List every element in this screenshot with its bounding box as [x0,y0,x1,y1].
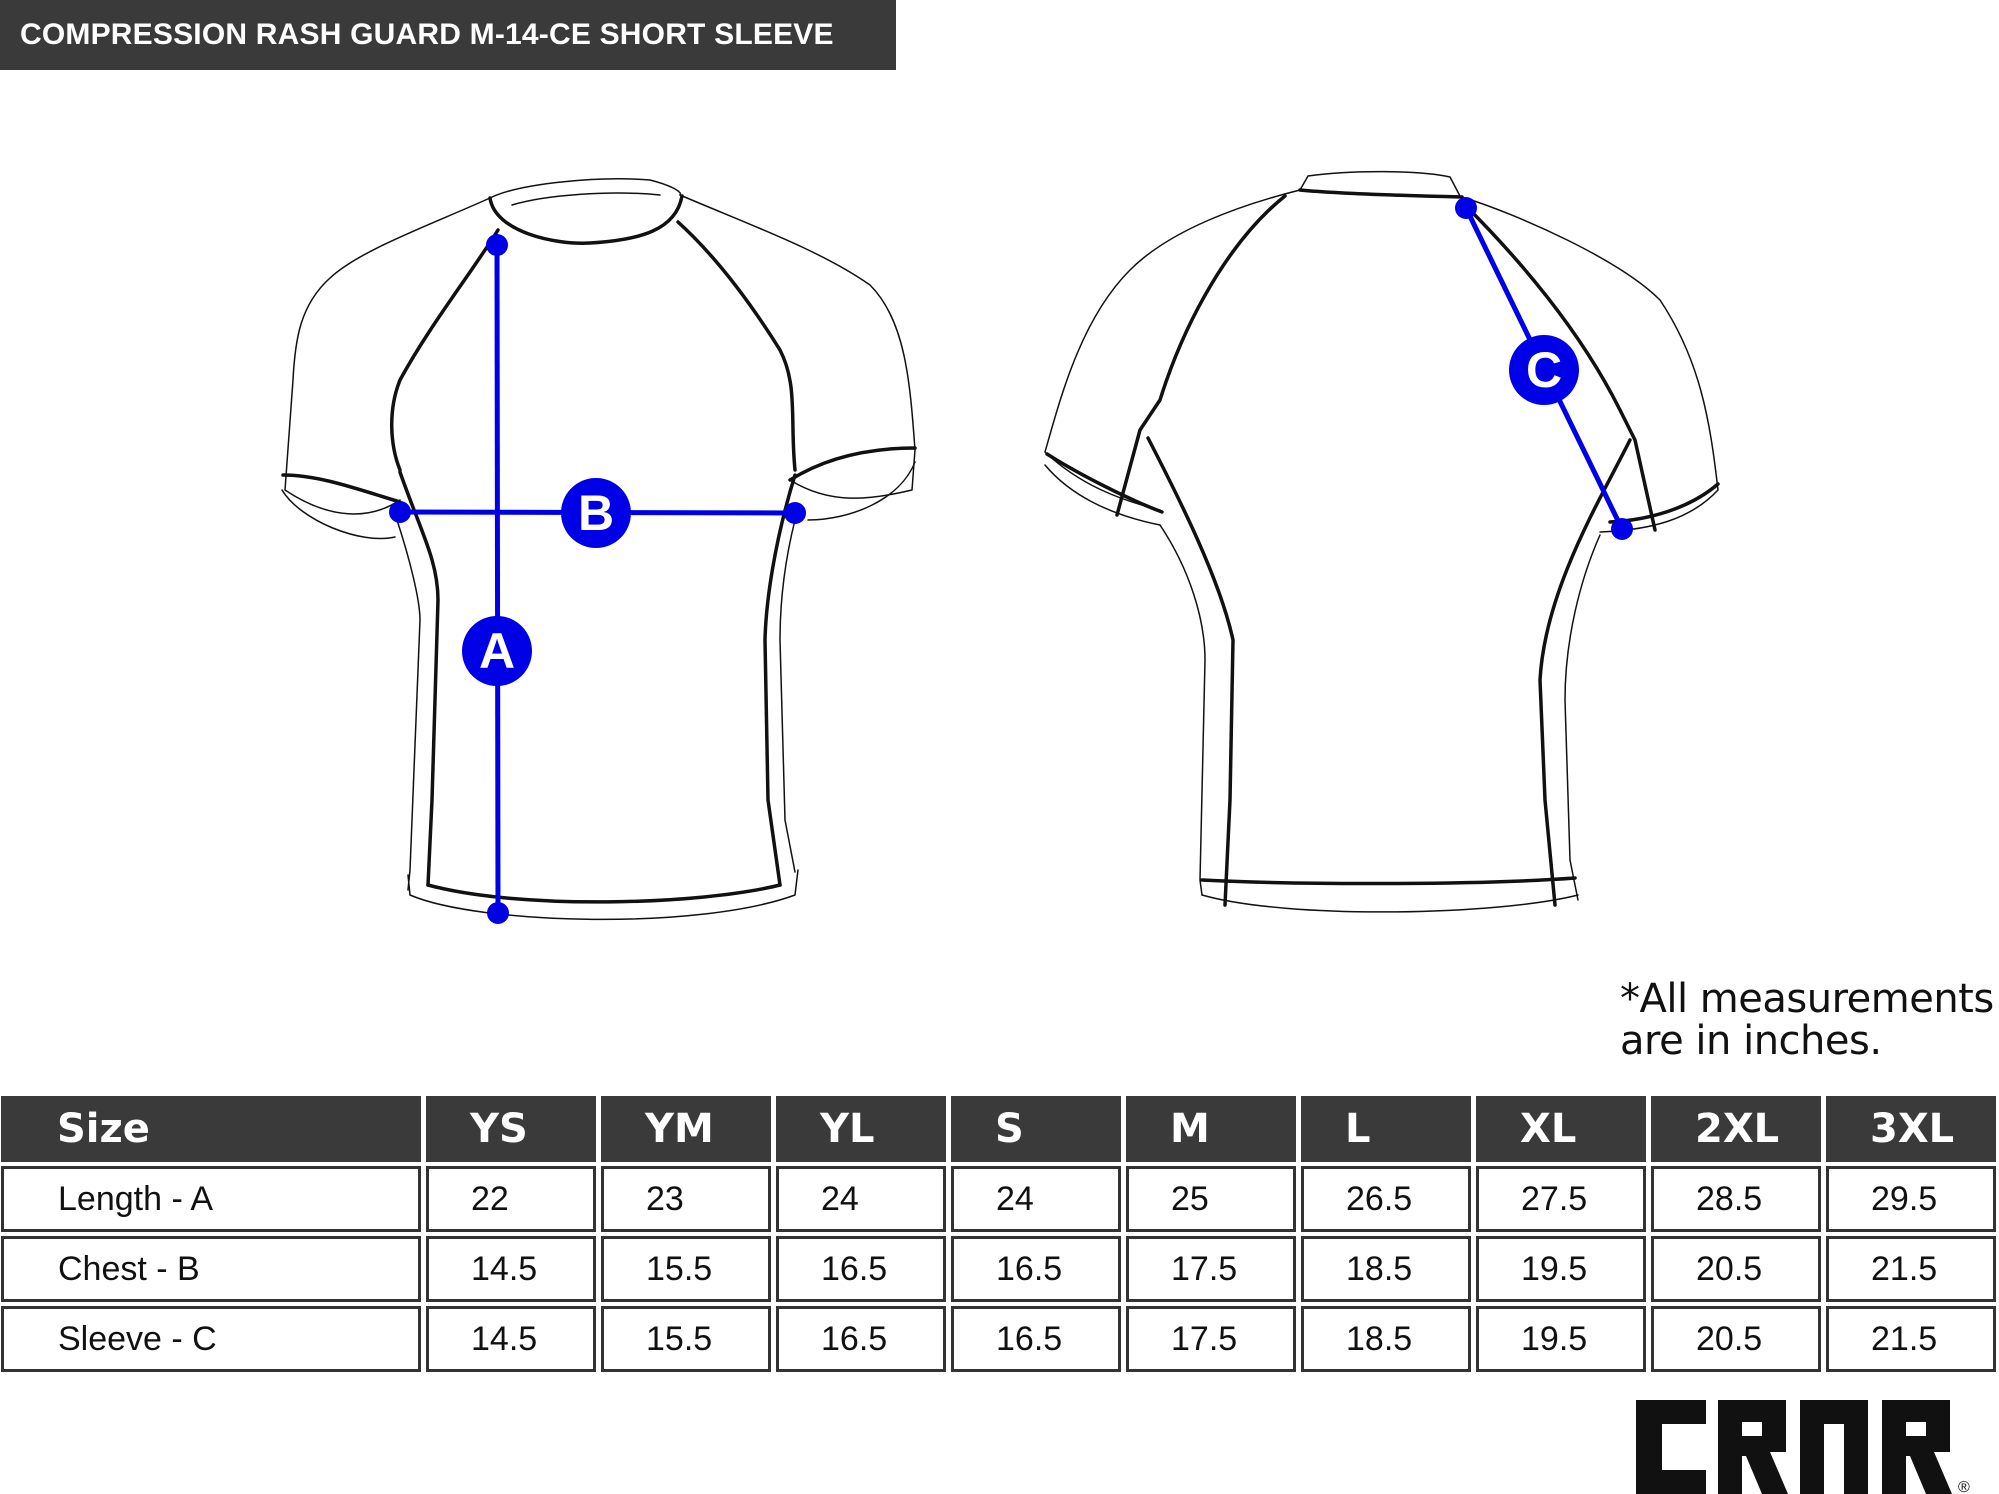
column-header-s: S [951,1096,1121,1162]
table-cell: 18.5 [1301,1306,1471,1372]
table-cell: 14.5 [426,1306,596,1372]
marker-a-circle [462,616,532,686]
table-cell: 16.5 [951,1306,1121,1372]
marker-c-label: C [1526,342,1562,398]
back-shirt [1044,170,1720,913]
registered-mark: ® [1958,1479,1970,1494]
note-line-1: *All measurements [1620,976,1994,1022]
sleeve-top-dot [1455,197,1477,219]
chest-left-dot [389,501,411,523]
crnr-logo-letters [1636,1400,1952,1494]
table-cell: 27.5 [1476,1166,1646,1232]
marker-a-label: A [479,623,515,679]
table-cell: 28.5 [1651,1166,1821,1232]
table-cell: 15.5 [601,1306,771,1372]
table-cell: 20.5 [1651,1306,1821,1372]
table-cell: 24 [776,1166,946,1232]
page-title: COMPRESSION RASH GUARD M-14-CE SHORT SLE… [0,0,896,70]
size-chart-table: Size YS YM YL S M L XL 2XL 3XL Length - … [0,1092,1999,1376]
column-header-size: Size [1,1096,421,1162]
table-cell: 16.5 [951,1236,1121,1302]
table-cell: 19.5 [1476,1236,1646,1302]
column-header-m: M [1126,1096,1296,1162]
column-header-2xl: 2XL [1651,1096,1821,1162]
table-cell: 14.5 [426,1236,596,1302]
column-header-l: L [1301,1096,1471,1162]
table-row: Chest - B 14.5 15.5 16.5 16.5 17.5 18.5 … [1,1236,1996,1302]
table-header-row: Size YS YM YL S M L XL 2XL 3XL [1,1096,1996,1162]
column-header-yl: YL [776,1096,946,1162]
front-measurements: B A [389,234,806,924]
measurement-note: *All measurements are in inches. [1620,978,1999,1062]
marker-c-circle [1509,335,1579,405]
column-header-ym: YM [601,1096,771,1162]
crnr-logo: ® [1636,1400,1970,1494]
table-cell: 17.5 [1126,1236,1296,1302]
table-cell: 29.5 [1826,1166,1996,1232]
column-header-ys: YS [426,1096,596,1162]
table-cell: 16.5 [776,1236,946,1302]
row-label: Length - A [1,1166,421,1232]
table-cell: 26.5 [1301,1166,1471,1232]
table-cell: 25 [1126,1166,1296,1232]
back-measurements: C [1455,197,1633,540]
table-cell: 24 [951,1166,1121,1232]
front-shirt [281,178,917,921]
row-label: Chest - B [1,1236,421,1302]
length-bottom-dot [487,902,509,924]
table-cell: 16.5 [776,1306,946,1372]
table-cell: 21.5 [1826,1236,1996,1302]
sleeve-bottom-dot [1611,518,1633,540]
table-cell: 18.5 [1301,1236,1471,1302]
chest-right-dot [784,502,806,524]
garment-diagram: B A C [281,170,1720,924]
table-cell: 22 [426,1166,596,1232]
note-line-2: are in inches. [1620,1018,1882,1064]
table-cell: 23 [601,1166,771,1232]
column-header-3xl: 3XL [1826,1096,1996,1162]
table-cell: 15.5 [601,1236,771,1302]
table-cell: 21.5 [1826,1306,1996,1372]
column-header-xl: XL [1476,1096,1646,1162]
table-row: Length - A 22 23 24 24 25 26.5 27.5 28.5… [1,1166,1996,1232]
table-cell: 19.5 [1476,1306,1646,1372]
marker-b-circle [561,478,631,548]
table-cell: 20.5 [1651,1236,1821,1302]
table-cell: 17.5 [1126,1306,1296,1372]
row-label: Sleeve - C [1,1306,421,1372]
marker-b-label: B [578,485,614,541]
length-top-dot [486,234,508,256]
length-line [494,244,501,914]
table-row: Sleeve - C 14.5 15.5 16.5 16.5 17.5 18.5… [1,1306,1996,1372]
